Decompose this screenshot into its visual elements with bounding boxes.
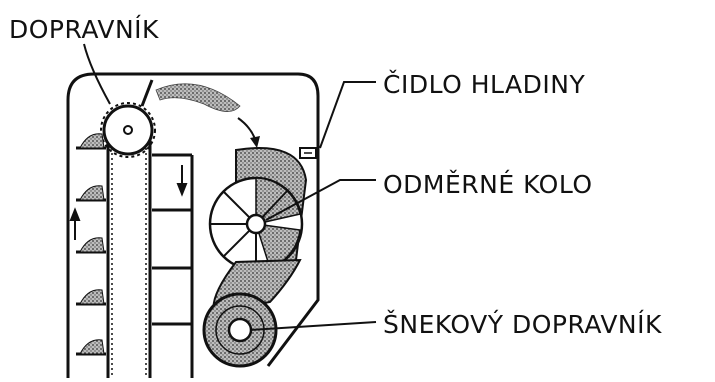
bucket: [76, 238, 106, 252]
bucket: [76, 340, 106, 354]
level-sensor-label: ČIDLO HLADINY: [383, 72, 585, 97]
discharge-chute: [142, 80, 152, 106]
conveyor-label: DOPRAVNÍK: [9, 17, 159, 42]
return-shelves: [152, 155, 192, 324]
up-arrow-icon: [71, 210, 79, 240]
screw-conveyor-label: ŠNEKOVÝ DOPRAVNÍK: [383, 312, 662, 337]
bucket: [76, 134, 106, 148]
level-sensor: [300, 148, 316, 158]
material-stream: [156, 84, 240, 112]
bucket: [76, 290, 106, 304]
metering-wheel-label: ODMĚRNÉ KOLO: [383, 172, 593, 197]
flow-arrow-icon: [238, 118, 260, 148]
metering-wheel: [210, 148, 306, 271]
conveyor-buckets: [76, 134, 106, 354]
down-arrow-icon: [178, 165, 186, 194]
bucket: [76, 186, 106, 200]
conveyor-belt: [108, 128, 150, 378]
